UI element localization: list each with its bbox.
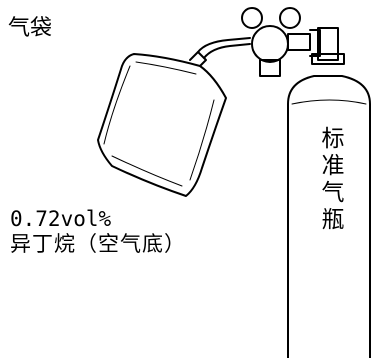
connection-tube [197,37,251,59]
cylinder-label: 标准气瓶 [321,126,345,233]
pressure-regulator-icon [241,7,321,77]
gas-bag-label: 气袋 [8,16,53,41]
concentration-label: 0.72vol% [10,207,112,231]
gas-cylinder-icon [287,27,371,358]
gas-bag-icon [97,51,227,197]
gas-composition-label: 异丁烷（空气底） [10,232,186,256]
